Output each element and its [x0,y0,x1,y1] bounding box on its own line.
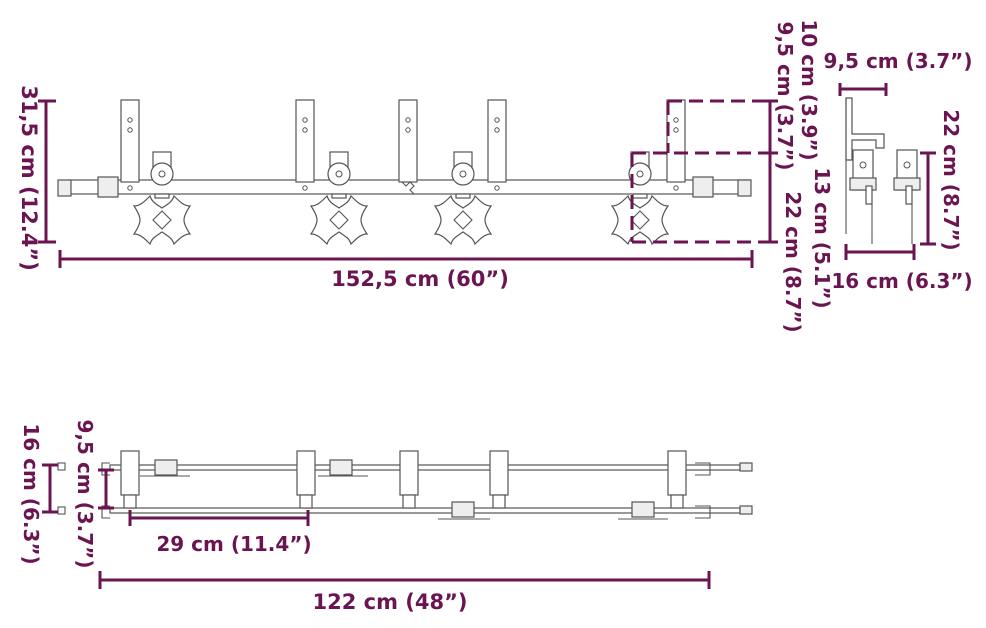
strap-2 [295,99,315,183]
plate-2 [310,195,368,245]
front-view: 31,5 cm (12.4”) 152,5 cm (60”) [17,85,778,291]
roller-1 [150,151,174,186]
rail-length-label: 122 cm (48”) [312,590,467,614]
hanger-offset-label: 9,5 cm (3.7”) [773,22,797,171]
side-width-label: 16 cm (6.3”) [831,269,972,293]
strap-3 [398,99,418,183]
end-stop-right [737,179,752,197]
strap-1 [120,99,140,183]
wheel-drop-label: 13 cm (5.1”) [810,167,834,308]
top-depth-label: 16 cm (6.3”) [19,423,43,564]
end-cap-right [692,176,714,198]
rail-top-a [109,464,741,471]
overall-length-label: 152,5 cm (60”) [331,267,509,291]
hanger-height-label: 10 cm (3.9”) [797,19,821,160]
roller-3 [451,151,475,186]
roller-2 [327,151,351,186]
hanger-width-label: 9,5 cm (3.7”) [824,49,973,73]
overall-height-label: 31,5 cm (12.4”) [17,85,41,271]
strap-5 [666,99,686,183]
strap-4 [487,99,507,183]
side-height-label: 22 cm (8.7”) [939,109,963,250]
top-offset-label: 9,5 cm (3.7”) [73,420,97,569]
plate-3 [434,195,492,245]
plate-1 [133,195,191,245]
side-view: 9,5 cm (3.7”) 22 cm (8.7”) 16 cm (6.3”) [824,49,973,293]
top-view: 16 cm (6.3”) 9,5 cm (3.7”) 29 cm (11.4”)… [19,420,753,614]
end-cap-left [97,176,119,198]
plate-4 [611,195,669,245]
wheel-height-label: 22 cm (8.7”) [781,191,805,332]
end-stop-left [57,179,72,197]
bracket-spacing-label: 29 cm (11.4”) [156,532,311,556]
